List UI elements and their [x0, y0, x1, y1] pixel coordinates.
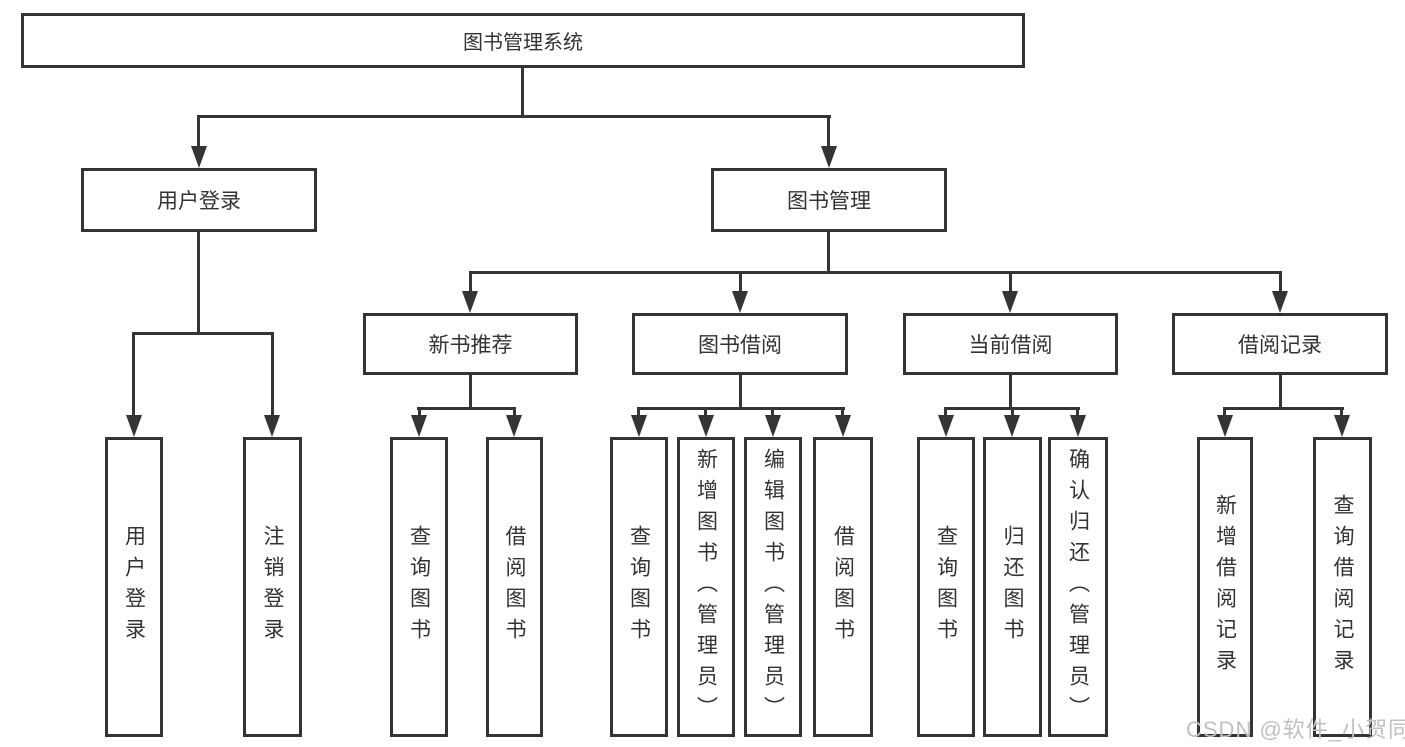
connector-leaf-stem [637, 407, 640, 418]
leaf-confirm-return-admin: 确认归还（管理员） [1048, 437, 1108, 737]
node-root: 图书管理系统 [21, 13, 1025, 68]
arrowhead-to-leaf-edit-books [765, 415, 781, 437]
leaf-add-borrow-record: 新增借阅记录 [1197, 437, 1253, 737]
connector-new-book-rec-rail [417, 407, 516, 410]
connector-leaf-stem [1076, 407, 1079, 418]
leaf-return-books: 归还图书 [983, 437, 1042, 737]
arrowhead-to-leaf-query-books-1 [411, 415, 427, 437]
connector-leaf-stem [841, 407, 844, 418]
arrowhead-to-leaf-return-books [1004, 415, 1020, 437]
connector-user-login-stem [197, 232, 200, 335]
arrowhead-to-leaf-borrow-books-1 [506, 415, 522, 437]
leaf-add-books-admin: 新增图书（管理员） [677, 437, 735, 737]
connector-book-borrow-stem [739, 375, 742, 410]
leaf-borrow-books-recommend: 借阅图书 [486, 437, 543, 737]
arrowhead-to-current-borrow [1002, 291, 1018, 313]
connector-to-user-login-stem [197, 115, 200, 148]
arrowhead-to-user-login [191, 146, 207, 168]
leaf-query-books-recommend: 查询图书 [390, 437, 448, 737]
leaf-query-borrow-record: 查询借阅记录 [1313, 437, 1372, 737]
connector-leaf-stem [771, 407, 774, 418]
connector-leaf-stem [418, 407, 421, 418]
leaf-query-books-current: 查询图书 [917, 437, 975, 737]
leaf-query-books-borrow: 查询图书 [610, 437, 668, 737]
arrowhead-to-leaf-login [126, 415, 142, 437]
node-user-login: 用户登录 [81, 168, 317, 232]
connector-to-current-borrow-stem [1009, 271, 1012, 293]
connector-leaf-stem [704, 407, 707, 418]
connector-leaf-stem [944, 407, 947, 418]
connector-book-mgmt-stem [827, 232, 830, 274]
connector-to-book-mgmt-stem [827, 115, 830, 148]
connector-current-borrow-stem [1009, 375, 1012, 410]
connector-book-borrow-rail [637, 407, 845, 410]
arrowhead-to-leaf-add-record [1217, 415, 1233, 437]
arrowhead-to-leaf-add-books [698, 415, 714, 437]
node-current-borrowing: 当前借阅 [903, 313, 1118, 375]
watermark: CSDN @软件_小贺同学 [1186, 717, 1405, 742]
connector-borrow-records-rail [1223, 407, 1344, 410]
leaf-user-login: 用户登录 [105, 437, 163, 737]
node-borrowing-records: 借阅记录 [1172, 313, 1388, 375]
node-book-borrowing: 图书借阅 [632, 313, 848, 375]
arrowhead-to-leaf-borrow-books-2 [835, 415, 851, 437]
arrowhead-to-leaf-query-record [1334, 415, 1350, 437]
arrowhead-to-leaf-query-books-3 [938, 415, 954, 437]
arrowhead-to-leaf-logout [264, 415, 280, 437]
leaf-borrow-books: 借阅图书 [813, 437, 873, 737]
connector-new-book-rec-stem [469, 375, 472, 410]
arrowhead-to-borrow-records [1272, 291, 1288, 313]
connector-to-new-book-rec-stem [469, 271, 472, 293]
connector-to-borrow-records-stem [1279, 271, 1282, 293]
node-book-management: 图书管理 [711, 168, 947, 232]
arrowhead-to-new-book-rec [462, 291, 478, 313]
arrowhead-to-book-mgmt [821, 146, 837, 168]
arrowhead-to-book-borrow [732, 291, 748, 313]
node-new-book-recommend: 新书推荐 [363, 313, 578, 375]
leaf-edit-books-admin: 编辑图书（管理员） [744, 437, 802, 737]
connector-leaf-stem [1223, 407, 1226, 418]
connector-book-mgmt-rail [469, 271, 1282, 274]
connector-to-leaf-login-stem [132, 332, 135, 417]
connector-leaf-stem [1340, 407, 1343, 418]
connector-to-leaf-logout-stem [271, 332, 274, 417]
leaf-logout: 注销登录 [243, 437, 302, 737]
connector-root-rail [198, 115, 831, 118]
connector-root-stem [521, 68, 524, 117]
arrowhead-to-leaf-query-books-2 [631, 415, 647, 437]
connector-to-book-borrow-stem [739, 271, 742, 293]
arrowhead-to-leaf-confirm-return [1070, 415, 1086, 437]
connector-leaf-stem [1011, 407, 1014, 418]
connector-user-login-rail [133, 332, 274, 335]
connector-borrow-records-stem [1279, 375, 1282, 410]
connector-leaf-stem [513, 407, 516, 418]
